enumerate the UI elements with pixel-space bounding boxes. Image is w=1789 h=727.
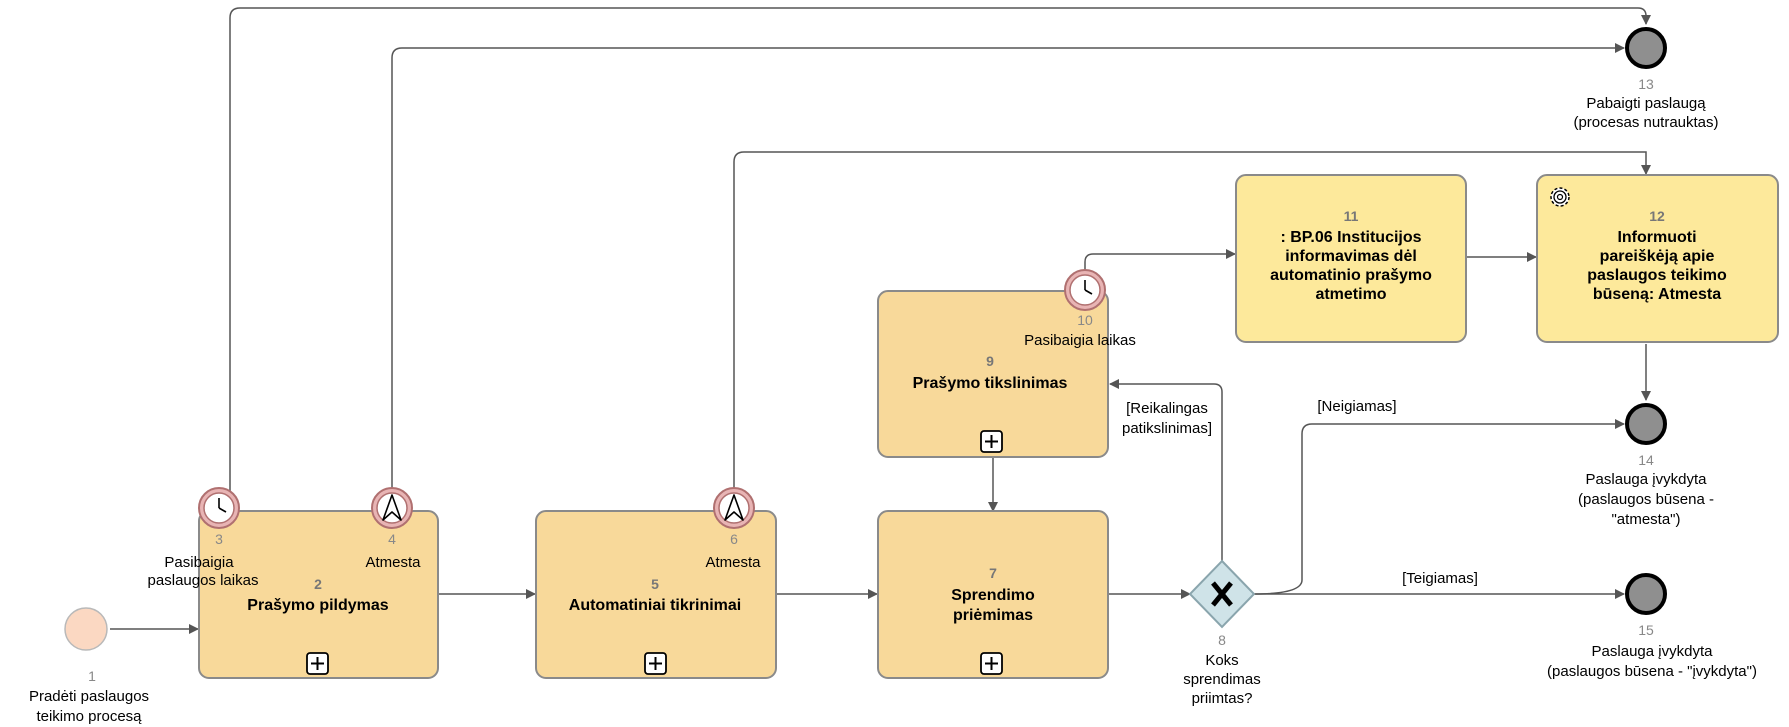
task-bp06-institucijos-informavimas[interactable]: 11 : BP.06 Institucijos informavimas dėl…	[1235, 174, 1467, 343]
task-informuoti-pareiskeja[interactable]: 12 Informuoti pareiškėją apie paslaugos …	[1536, 174, 1779, 343]
task-number: 5	[651, 576, 659, 592]
task-prasymo-pildymas[interactable]: 2 Prašymo pildymas	[198, 510, 439, 679]
gateway-label-line3: priimtas?	[1192, 690, 1253, 707]
sequence-flows	[110, 7, 1651, 634]
task-title-line2: pareiškėją apie	[1600, 248, 1715, 265]
exclusive-gateway[interactable]: 8 Koks sprendimas priimtas?	[1183, 559, 1261, 707]
event-number: 15	[1638, 622, 1654, 638]
task-title: Prašymo pildymas	[247, 597, 389, 614]
boundary-timer-event-10[interactable]: 10 Pasibaigia laikas	[1024, 269, 1136, 349]
flow-timer3-to-end13[interactable]	[229, 7, 1651, 492]
end-event-15[interactable]: 15 Paslauga įvykdyta (paslaugos būsena -…	[1547, 573, 1757, 680]
flow-event6-to-task12[interactable]	[733, 151, 1651, 492]
event-label-line2: (procesas nutrauktas)	[1573, 114, 1718, 131]
task-title-line1: Informuoti	[1617, 229, 1696, 246]
plus-icon[interactable]	[644, 652, 667, 675]
flow-timer10-to-task11[interactable]	[1084, 249, 1236, 272]
event-label: Pasibaigia laikas	[1024, 332, 1136, 349]
escalation-icon	[371, 487, 413, 529]
flow-label-neigiamas: [Neigiamas]	[1317, 398, 1396, 415]
boundary-escalation-event-4[interactable]: 4 Atmesta	[365, 487, 421, 571]
flow-label-reikalingas-line1: [Reikalingas	[1126, 400, 1208, 417]
start-event-label-line1: Pradėti paslaugos	[29, 688, 149, 705]
task-title-line2: informavimas dėl	[1285, 248, 1417, 265]
boundary-timer-event-3[interactable]: 3 Pasibaigia paslaugos laikas	[148, 487, 259, 589]
task-title: Automatiniai tikrinimai	[569, 597, 741, 614]
event-number: 13	[1638, 76, 1654, 92]
event-label-line2: paslaugos laikas	[148, 572, 259, 589]
clock-icon	[1064, 269, 1106, 311]
gear-icon	[1550, 187, 1570, 207]
task-automatiniai-tikrinimai[interactable]: 5 Automatiniai tikrinimai	[535, 510, 777, 679]
start-event[interactable]: 1 Pradėti paslaugos teikimo procesą	[29, 607, 149, 725]
end-event-13[interactable]: 13 Pabaigti paslaugą (procesas nutraukta…	[1573, 27, 1719, 131]
end-event-14[interactable]: 14 Paslauga įvykdyta (paslaugos būsena -…	[1578, 403, 1714, 528]
gateway-label-line1: Koks	[1205, 652, 1238, 669]
flow-gateway-to-end14[interactable]	[1253, 419, 1625, 595]
task-number: 2	[314, 576, 322, 592]
clock-icon	[198, 487, 240, 529]
event-number: 14	[1638, 452, 1654, 468]
event-number: 3	[215, 531, 223, 547]
event-number: 6	[730, 531, 738, 547]
task-title: Prašymo tikslinimas	[913, 375, 1068, 392]
event-number: 4	[388, 531, 396, 547]
task-title-line1: : BP.06 Institucijos	[1280, 229, 1421, 246]
event-label-line1: Paslauga įvykdyta	[1586, 471, 1708, 488]
task-title-line2: priėmimas	[953, 607, 1033, 624]
task-title-line3: automatinio prašymo	[1270, 267, 1432, 284]
event-label-line1: Pabaigti paslaugą	[1586, 95, 1706, 112]
event-label: Atmesta	[705, 554, 761, 571]
plus-icon[interactable]	[980, 430, 1003, 453]
event-label-line1: Paslauga įvykdyta	[1592, 643, 1714, 660]
start-event-label-line2: teikimo procesą	[36, 708, 142, 725]
task-title-line4: atmetimo	[1315, 286, 1386, 303]
flow-label-reikalingas-line2: patikslinimas]	[1122, 420, 1212, 437]
task-number: 9	[986, 353, 994, 369]
plus-icon[interactable]	[980, 652, 1003, 675]
x-icon	[1211, 581, 1233, 607]
task-title-line4: būseną: Atmesta	[1593, 286, 1721, 303]
flow-gateway-to-task9[interactable]	[1109, 379, 1223, 562]
task-sprendimo-priemimas[interactable]: 7 Sprendimo priėmimas	[877, 510, 1109, 679]
event-label-line2: (paslaugos būsena - "įvykdyta")	[1547, 663, 1757, 680]
gateway-number: 8	[1218, 632, 1226, 648]
task-number: 12	[1649, 208, 1665, 224]
task-prasymo-tikslinimas[interactable]: 9 Prašymo tikslinimas	[877, 290, 1109, 458]
plus-icon[interactable]	[306, 652, 329, 675]
task-number: 11	[1344, 208, 1359, 224]
task-title-line1: Sprendimo	[951, 587, 1035, 604]
task-number: 7	[989, 565, 997, 581]
event-label: Atmesta	[365, 554, 421, 571]
task-title-line3: paslaugos teikimo	[1587, 267, 1727, 284]
event-label-line1: Pasibaigia	[164, 554, 234, 571]
start-event-number: 1	[88, 668, 96, 684]
event-label-line3: "atmesta")	[1611, 511, 1680, 528]
event-number: 10	[1077, 312, 1093, 328]
event-label-line2: (paslaugos būsena -	[1578, 491, 1714, 508]
gateway-label-line2: sprendimas	[1183, 671, 1261, 688]
boundary-escalation-event-6[interactable]: 6 Atmesta	[705, 487, 761, 571]
escalation-icon	[713, 487, 755, 529]
flow-event4-to-end13[interactable]	[391, 43, 1625, 492]
flow-label-teigiamas: [Teigiamas]	[1402, 570, 1478, 587]
